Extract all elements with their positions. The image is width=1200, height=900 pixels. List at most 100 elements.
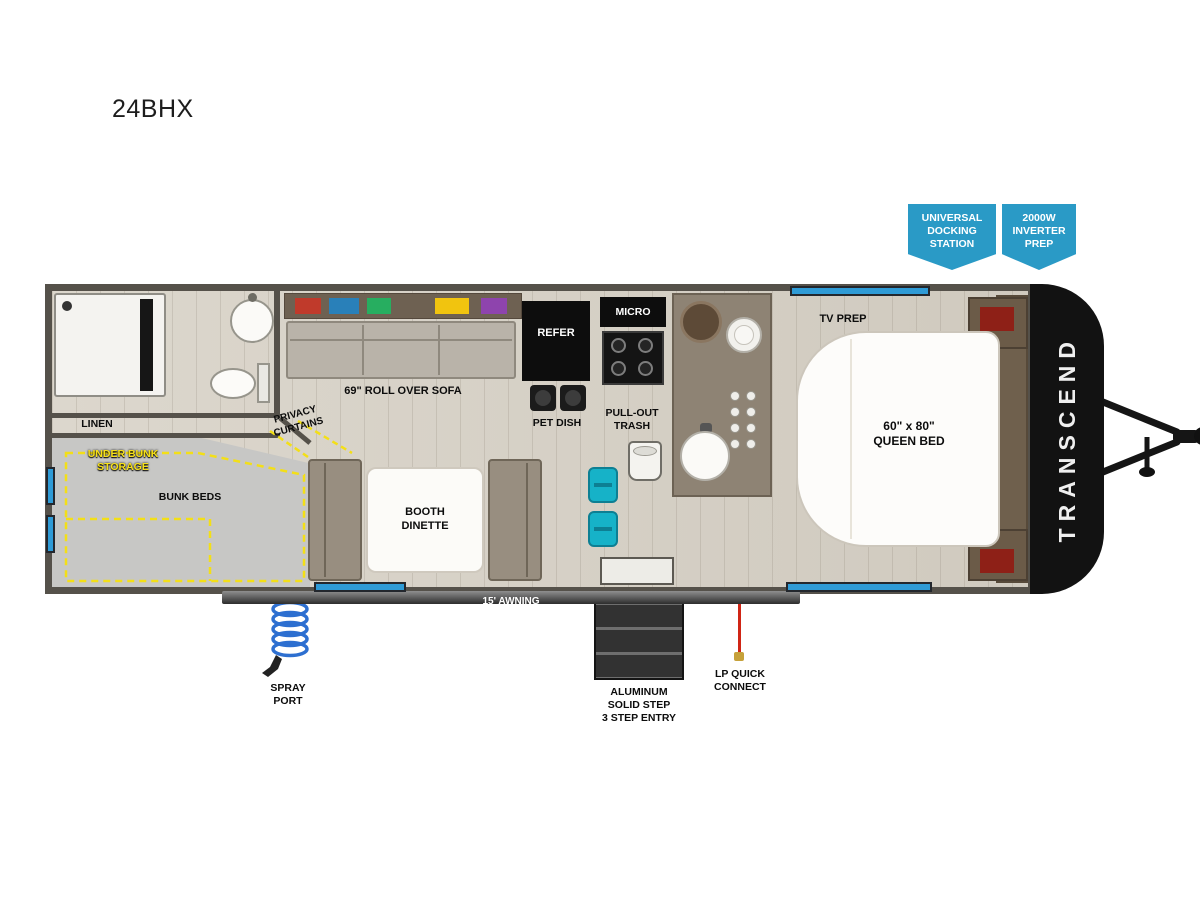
linen-label: LINEN bbox=[81, 418, 113, 430]
entry-steps-label: ALUMINUM SOLID STEP 3 STEP ENTRY bbox=[601, 686, 677, 725]
chair-strap bbox=[594, 483, 612, 487]
lp-quick-connect-label: LP QUICK CONNECT bbox=[714, 668, 766, 694]
badge-line: UNIVERSAL bbox=[921, 212, 983, 224]
shower-door bbox=[140, 299, 153, 391]
showerhead-icon bbox=[62, 301, 72, 311]
burner bbox=[638, 361, 653, 376]
window bbox=[790, 286, 930, 296]
spice-dot bbox=[746, 391, 756, 401]
bunk-beds-label: BUNK BEDS bbox=[158, 491, 222, 503]
cabinet-item bbox=[329, 298, 359, 314]
pet-dish-bowl bbox=[560, 385, 586, 411]
brand-name: TRANSCEND bbox=[1053, 335, 1080, 543]
lp-quick-connect-line bbox=[738, 600, 741, 654]
badge-inverter-prep: 2000W INVERTER PREP bbox=[1002, 204, 1076, 270]
window bbox=[314, 582, 406, 592]
badge-line: INVERTER bbox=[1012, 225, 1066, 238]
pull-out-trash-label: PULL-OUT TRASH bbox=[605, 407, 659, 433]
tv-prep-label: TV PREP bbox=[819, 313, 867, 325]
queen-bed-label: 60" x 80" QUEEN BED bbox=[873, 419, 945, 448]
privacy-curtains-label: PRIVACY CURTAINS bbox=[272, 403, 325, 439]
trailer-floorplan: LINEN UNDER BUNK STORAGE BUNK BEDS 69" R… bbox=[45, 284, 1200, 594]
kitchen-counter bbox=[672, 293, 772, 497]
spice-dot bbox=[746, 423, 756, 433]
badge-universal-docking-station: UNIVERSAL DOCKING STATION bbox=[908, 204, 996, 270]
model-title: 24BHX bbox=[112, 95, 194, 123]
dinette-bench bbox=[488, 459, 542, 581]
spice-dot bbox=[730, 391, 740, 401]
badge-line: PREP bbox=[1024, 238, 1054, 251]
awning-bar: 15' AWNING bbox=[222, 591, 800, 607]
booth-dinette-label: BOOTH DINETTE bbox=[401, 506, 449, 532]
micro-label: MICRO bbox=[615, 306, 651, 318]
range-top bbox=[680, 301, 722, 343]
pet-dish-bowl bbox=[530, 385, 556, 411]
overhead-cabinet bbox=[284, 293, 522, 319]
folding-chair bbox=[588, 511, 618, 547]
bathroom-wall bbox=[274, 291, 280, 417]
cabinet-item bbox=[367, 298, 391, 314]
plates-inner bbox=[734, 325, 754, 345]
bench-seam bbox=[526, 463, 528, 577]
trash-can-icon bbox=[628, 441, 662, 481]
sofa-seam bbox=[290, 339, 512, 341]
window bbox=[46, 467, 55, 505]
window bbox=[786, 582, 932, 592]
pet-dish-label: PET DISH bbox=[532, 417, 582, 429]
spice-dot bbox=[730, 407, 740, 417]
booth-dinette-table: BOOTH DINETTE bbox=[366, 467, 484, 573]
badge-line: STATION bbox=[929, 238, 975, 251]
cabinet-item bbox=[435, 298, 469, 314]
chair-strap bbox=[594, 527, 612, 531]
sofa-seam bbox=[438, 325, 440, 375]
window bbox=[46, 515, 55, 553]
badge-line: 2000W bbox=[1022, 212, 1056, 224]
sofa-seam bbox=[362, 325, 364, 375]
spray-port-label: SPRAY PORT bbox=[270, 682, 306, 708]
entry-mat bbox=[600, 557, 674, 585]
kitchen-faucet-icon bbox=[700, 423, 712, 433]
bowl-inner bbox=[535, 390, 551, 406]
hitch-icon bbox=[1099, 398, 1200, 477]
sofa-label: 69" ROLL OVER SOFA bbox=[344, 385, 462, 397]
entry-steps bbox=[594, 600, 684, 680]
refer-label: REFER bbox=[537, 327, 575, 339]
trailer-body: LINEN UNDER BUNK STORAGE BUNK BEDS 69" R… bbox=[45, 284, 1035, 594]
toilet-tank bbox=[257, 363, 270, 403]
spice-dot bbox=[730, 439, 740, 449]
spice-dot bbox=[746, 407, 756, 417]
queen-bed: 60" x 80" QUEEN BED bbox=[796, 331, 1000, 547]
refrigerator: REFER bbox=[522, 301, 590, 381]
linen-wall bbox=[52, 433, 280, 438]
toilet bbox=[210, 368, 256, 399]
speaker-accent bbox=[980, 307, 1014, 331]
folding-chair bbox=[588, 467, 618, 503]
front-cap: TRANSCEND bbox=[1030, 284, 1104, 594]
kitchen-sink bbox=[680, 431, 730, 481]
shower bbox=[54, 293, 166, 397]
under-bunk-storage-label: UNDER BUNK STORAGE bbox=[87, 448, 159, 474]
bench-seam bbox=[324, 463, 326, 577]
cabinet-item bbox=[481, 298, 507, 314]
bathroom-sink bbox=[230, 299, 274, 343]
spice-dot bbox=[730, 423, 740, 433]
spice-dot bbox=[746, 439, 756, 449]
bed-seam bbox=[850, 339, 852, 539]
spray-port-icon bbox=[262, 600, 309, 677]
roll-over-sofa bbox=[286, 321, 516, 379]
bathroom-wall bbox=[52, 413, 280, 418]
awning-label: 15' AWNING bbox=[482, 596, 540, 607]
bowl-inner bbox=[565, 390, 581, 406]
plates bbox=[726, 317, 762, 353]
lp-quick-connect-fitting bbox=[734, 652, 744, 661]
microwave: MICRO bbox=[600, 297, 666, 327]
burner bbox=[611, 338, 626, 353]
cabinet-item bbox=[295, 298, 321, 314]
speaker-accent bbox=[980, 549, 1014, 573]
trash-lid bbox=[633, 446, 657, 456]
dinette-bench bbox=[308, 459, 362, 581]
burner bbox=[611, 361, 626, 376]
cooktop bbox=[602, 331, 664, 385]
burner bbox=[638, 338, 653, 353]
